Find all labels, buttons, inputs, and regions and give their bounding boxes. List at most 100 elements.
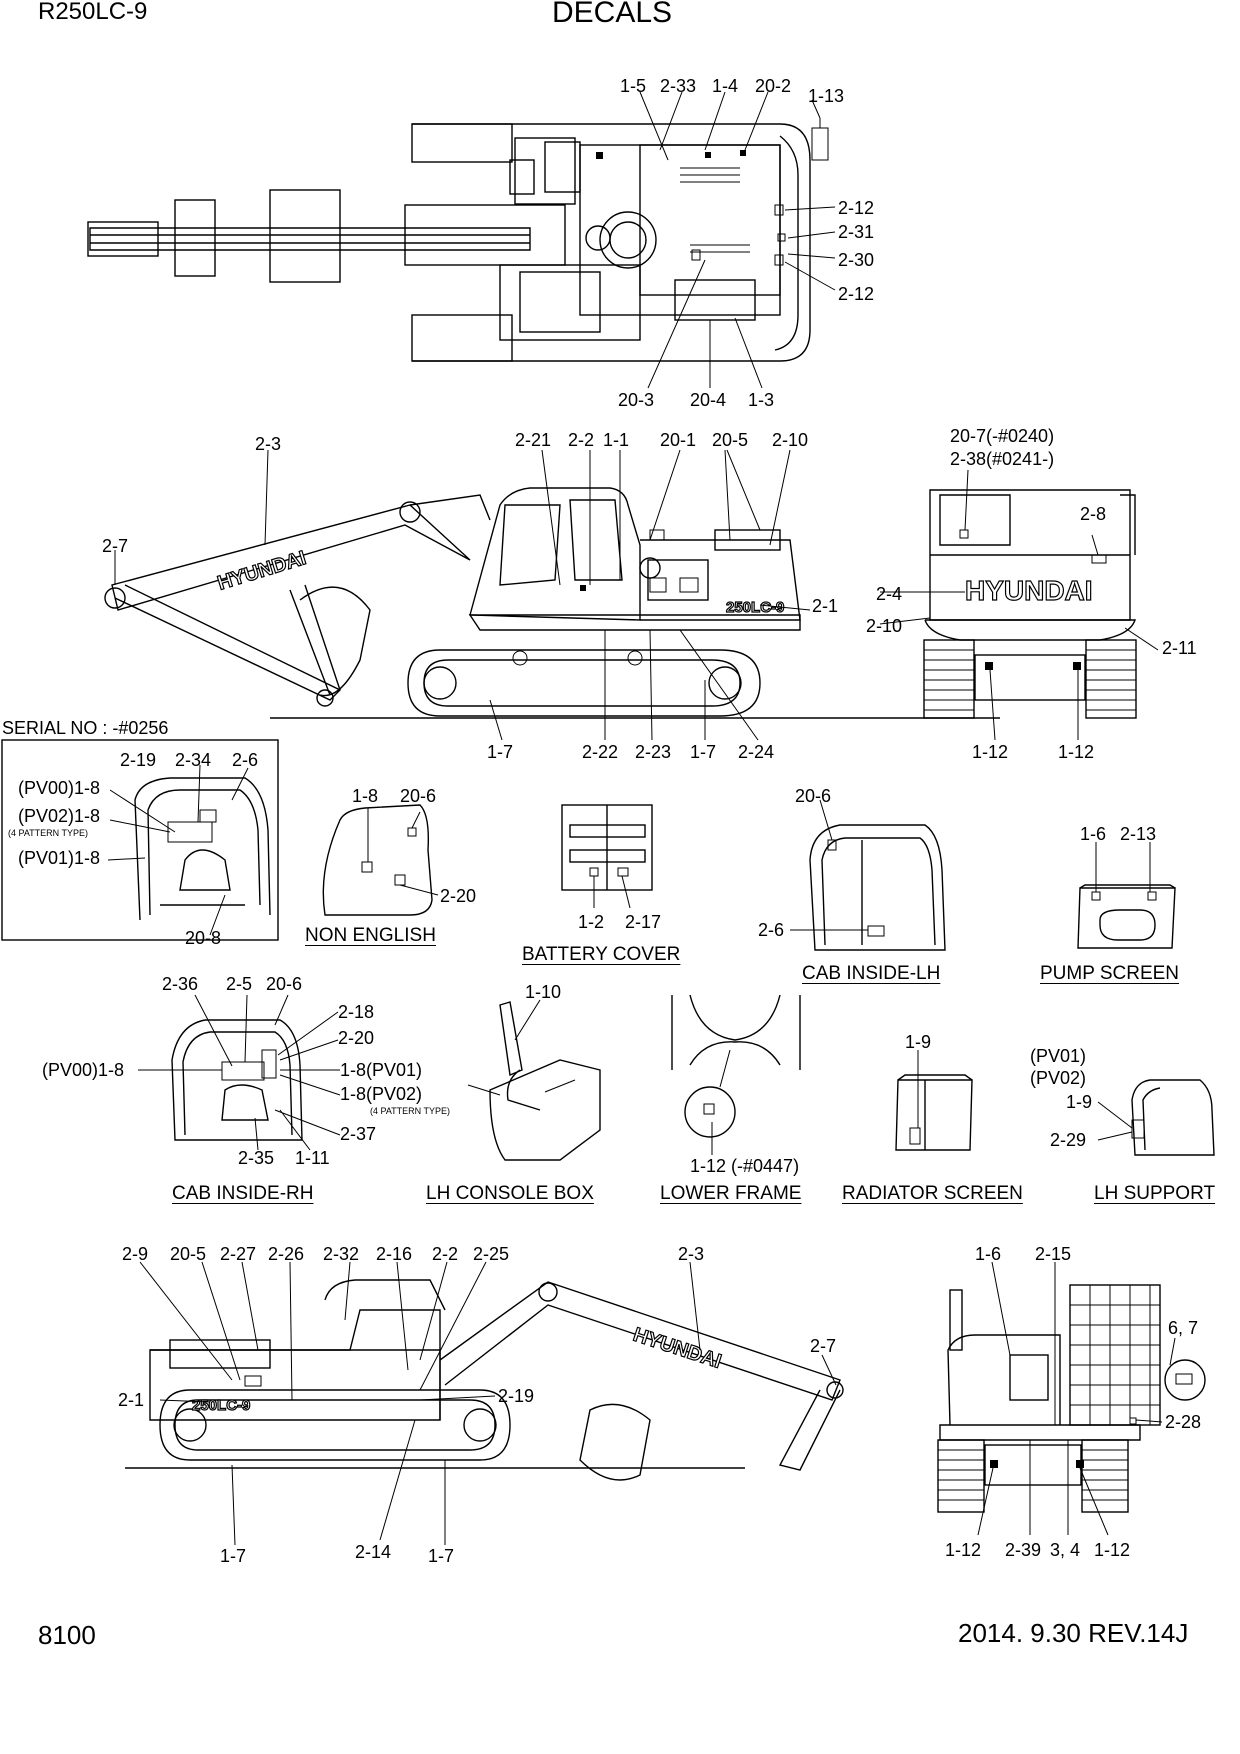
callout-top-2-33: 2-33 <box>660 76 696 96</box>
callout-top-2-31: 2-31 <box>838 222 874 242</box>
callout-side-2-24: 2-24 <box>738 742 774 762</box>
callout-rs-2-14: 2-14 <box>355 1542 391 1562</box>
callout-rear-2-38: 2-38(#0241-) <box>950 449 1054 469</box>
callout-rs-2-9: 2-9 <box>122 1244 148 1264</box>
callout-side-2-23: 2-23 <box>635 742 671 762</box>
pump-screen-view: 1-6 2-13 <box>1077 824 1176 949</box>
caption-non-english: NON ENGLISH <box>305 925 436 946</box>
callout-ne-2-20: 2-20 <box>440 886 476 906</box>
callout-front-1-6: 1-6 <box>975 1244 1001 1264</box>
callout-ne-20-6: 20-6 <box>400 786 436 806</box>
callout-rh-pv00-1-8: (PV00)1-8 <box>42 1060 124 1080</box>
front-view: 1-6 2-15 6, 7 2-28 1-12 2-39 3, 4 1-12 <box>937 1244 1206 1560</box>
callout-rh-2-18: 2-18 <box>338 1002 374 1022</box>
callout-rear-2-8: 2-8 <box>1080 504 1106 524</box>
lh-console-box-view: 1-10 <box>467 982 601 1161</box>
callout-rs-2-32: 2-32 <box>323 1244 359 1264</box>
callout-side-20-5: 20-5 <box>712 430 748 450</box>
callout-top-20-4: 20-4 <box>690 390 726 410</box>
caption-battery-cover: BATTERY COVER <box>522 944 681 965</box>
callout-rs-2-26: 2-26 <box>268 1244 304 1264</box>
non-english-view: 1-8 20-6 2-20 <box>322 786 476 916</box>
callout-rs-2-19: 2-19 <box>498 1386 534 1406</box>
callout-front-2-15: 2-15 <box>1035 1244 1071 1264</box>
caption-cab-inside-lh: CAB INSIDE-LH <box>802 963 941 984</box>
left-side-view: 250LC-9 HYUNDAI 2-3 2-21 2-2 1-1 20-1 20… <box>102 430 1000 762</box>
callout-front-2-39: 2-39 <box>1005 1540 1041 1560</box>
callout-serial-pv02-1-8: (PV02)1-8 <box>18 806 100 826</box>
serial-note: SERIAL NO : -#0256 <box>2 718 169 738</box>
radiator-screen-view: 1-9 <box>895 1032 973 1151</box>
callout-lhs-pv02: (PV02) <box>1030 1068 1086 1088</box>
caption-lh-support: LH SUPPORT <box>1094 1183 1216 1204</box>
callout-lh-2-6: 2-6 <box>758 920 784 940</box>
callout-serial-pv00-1-8: (PV00)1-8 <box>18 778 100 798</box>
callout-rs-2-7: 2-7 <box>810 1336 836 1356</box>
callout-rs-20-5: 20-5 <box>170 1244 206 1264</box>
callout-rs-2-3: 2-3 <box>678 1244 704 1264</box>
callout-lhs-2-29: 2-29 <box>1050 1130 1086 1150</box>
callout-rear-20-7: 20-7(-#0240) <box>950 426 1054 446</box>
callout-front-3-4: 3, 4 <box>1050 1540 1080 1560</box>
callout-lower-frame-1-12: 1-12 (-#0447) <box>690 1156 799 1176</box>
callout-pump-1-6: 1-6 <box>1080 824 1106 844</box>
callout-pump-2-13: 2-13 <box>1120 824 1156 844</box>
callout-lhs-1-9: 1-9 <box>1066 1092 1092 1112</box>
callout-top-20-3: 20-3 <box>618 390 654 410</box>
callout-bat-2-17: 2-17 <box>625 912 661 932</box>
callout-serial-2-6: 2-6 <box>232 750 258 770</box>
callout-top-1-5: 1-5 <box>620 76 646 96</box>
callout-top-2-30: 2-30 <box>838 250 874 270</box>
callout-serial-20-8: 20-8 <box>185 928 221 948</box>
callout-top-2-12-b: 2-12 <box>838 284 874 304</box>
cab-inside-rh-view: 2-36 2-5 20-6 2-18 2-20 (PV00)1-8 1-8(PV… <box>42 974 450 1168</box>
rear-view: HYUNDAI 20-7(-#0240) 2-38(#0241-) 2-8 2-… <box>866 426 1197 762</box>
callout-rh-1-8-pv02: 1-8(PV02) <box>340 1084 422 1104</box>
callout-front-1-12-b: 1-12 <box>1094 1540 1130 1560</box>
callout-rear-1-12-a: 1-12 <box>972 742 1008 762</box>
callout-rs-2-16: 2-16 <box>376 1244 412 1264</box>
callout-side-2-7: 2-7 <box>102 536 128 556</box>
callout-rh-2-5: 2-5 <box>226 974 252 994</box>
callout-rh-20-6: 20-6 <box>266 974 302 994</box>
callout-serial-pattern-note: (4 PATTERN TYPE) <box>8 828 88 838</box>
lower-frame-view: 1-12 (-#0447) <box>671 994 801 1176</box>
callout-top-1-13: 1-13 <box>808 86 844 106</box>
model-name: R250LC-9 <box>38 0 148 25</box>
callout-rs-2-1: 2-1 <box>118 1390 144 1410</box>
cab-inside-lh-view: 20-6 2-6 <box>758 786 946 951</box>
callout-top-20-2: 20-2 <box>755 76 791 96</box>
callout-rs-2-27: 2-27 <box>220 1244 256 1264</box>
callout-ne-1-8: 1-8 <box>352 786 378 806</box>
rear-logo: HYUNDAI <box>965 575 1093 606</box>
caption-radiator-screen: RADIATOR SCREEN <box>842 1183 1023 1204</box>
callout-side-20-1: 20-1 <box>660 430 696 450</box>
callout-front-6-7: 6, 7 <box>1168 1318 1198 1338</box>
callout-side-2-1: 2-1 <box>812 596 838 616</box>
caption-cab-inside-rh: CAB INSIDE-RH <box>172 1183 314 1204</box>
top-view: 1-5 2-33 1-4 20-2 1-13 2-12 2-31 2-30 2-… <box>87 76 874 410</box>
side-model-badge: 250LC-9 <box>726 599 784 616</box>
rs-model-badge: 250LC-9 <box>192 1397 250 1414</box>
right-side-view: 250LC-9 HYUNDAI 2-9 20-5 2-27 2-26 2-32 … <box>118 1244 844 1566</box>
callout-side-2-2: 2-2 <box>568 430 594 450</box>
callout-rs-1-7-a: 1-7 <box>220 1546 246 1566</box>
callout-rs-1-7-b: 1-7 <box>428 1546 454 1566</box>
callout-serial-2-19: 2-19 <box>120 750 156 770</box>
lh-support-view: (PV01) (PV02) 1-9 2-29 <box>1030 1046 1215 1156</box>
callout-top-1-4: 1-4 <box>712 76 738 96</box>
callout-rs-2-2: 2-2 <box>432 1244 458 1264</box>
battery-cover-view: 1-2 2-17 <box>561 804 661 932</box>
callout-rh-2-20: 2-20 <box>338 1028 374 1048</box>
callout-side-2-3: 2-3 <box>255 434 281 454</box>
callout-side-2-10: 2-10 <box>772 430 808 450</box>
callout-rs-2-25: 2-25 <box>473 1244 509 1264</box>
callout-console-1-10: 1-10 <box>525 982 561 1002</box>
callout-side-1-7-a: 1-7 <box>487 742 513 762</box>
callout-rh-1-8-pv01: 1-8(PV01) <box>340 1060 422 1080</box>
callout-rh-2-37: 2-37 <box>340 1124 376 1144</box>
callout-front-2-28: 2-28 <box>1165 1412 1201 1432</box>
callout-side-1-7-b: 1-7 <box>690 742 716 762</box>
callout-rear-2-11: 2-11 <box>1162 638 1197 658</box>
